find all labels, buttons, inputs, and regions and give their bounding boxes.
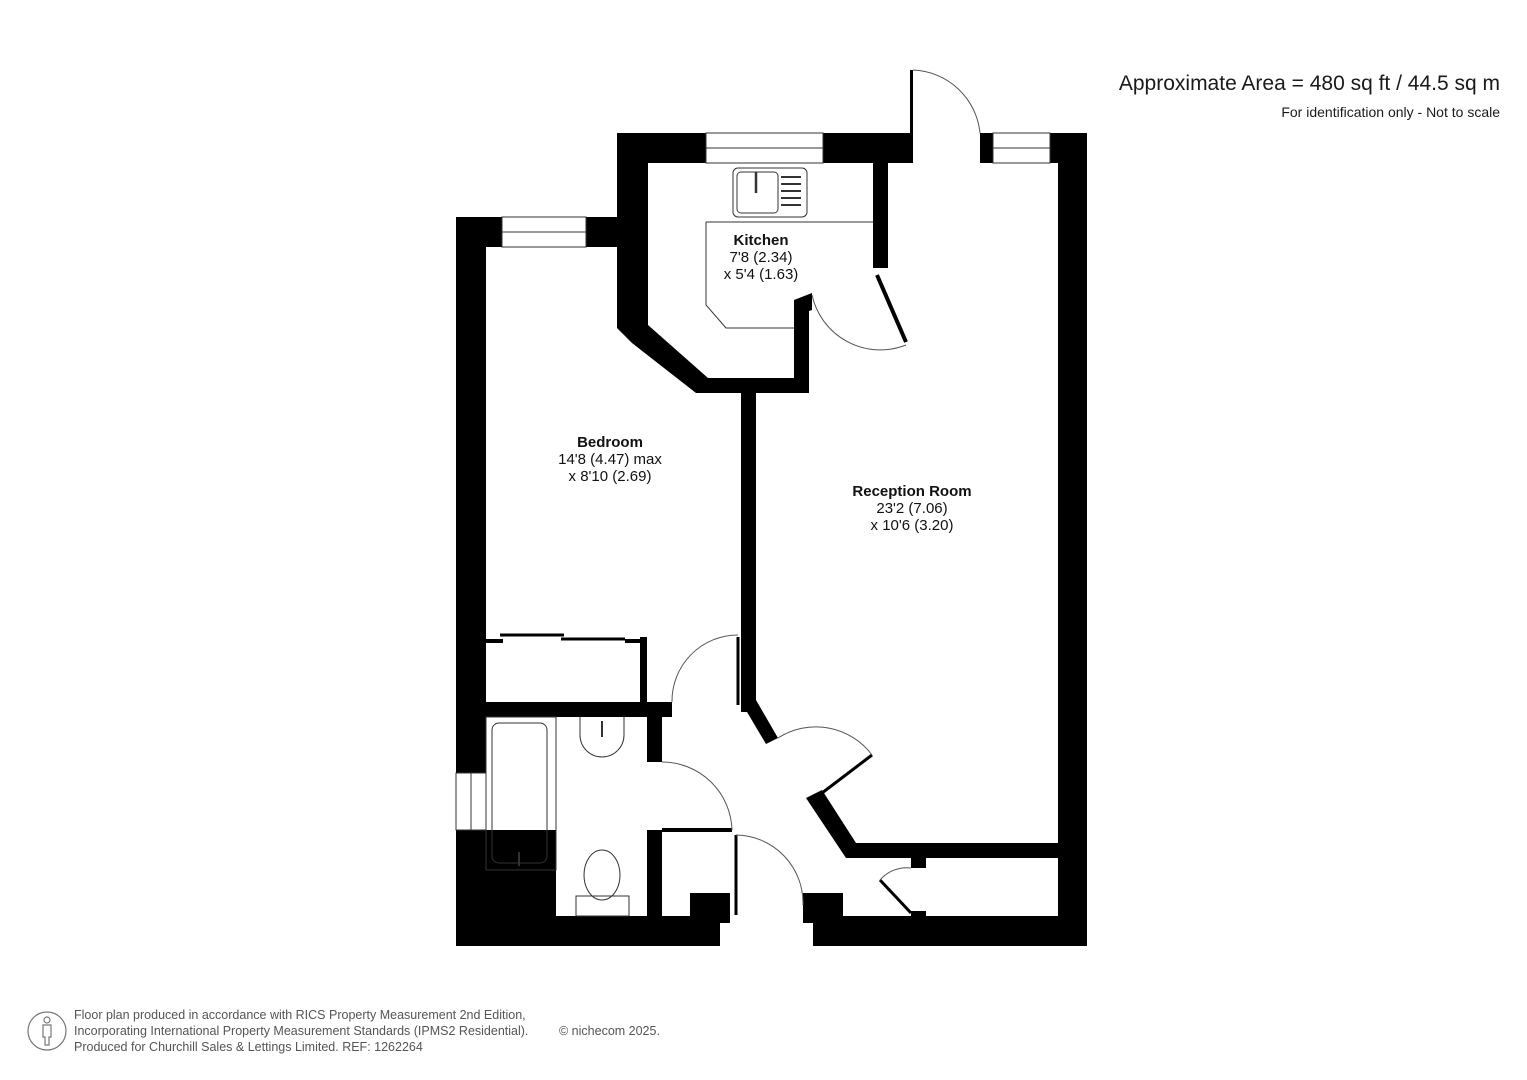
disclaimer: For identification only - Not to scale <box>1281 104 1500 120</box>
doors <box>661 69 981 915</box>
copyright: © nichecom 2025. <box>559 1024 660 1038</box>
fixtures <box>485 167 873 917</box>
room-label-kitchen: Kitchen 7'8 (2.34) x 5'4 (1.63) <box>724 232 799 283</box>
room-label-bedroom: Bedroom 14'8 (4.47) max x 8'10 (2.69) <box>558 434 662 485</box>
footer-notes: Floor plan produced in accordance with R… <box>74 1007 660 1055</box>
person-icon <box>27 1011 67 1051</box>
room-label-reception: Reception Room 23'2 (7.06) x 10'6 (3.20) <box>852 483 971 534</box>
footer-line: Produced for Churchill Sales & Lettings … <box>74 1040 423 1054</box>
room-dimension: 7'8 (2.34) <box>729 249 793 266</box>
windows <box>455 132 1051 831</box>
footer-line: Incorporating International Property Mea… <box>74 1024 529 1038</box>
room-dimension: x 5'4 (1.63) <box>723 266 799 283</box>
room-name: Kitchen <box>733 232 789 249</box>
footer-line: Floor plan produced in accordance with R… <box>74 1008 526 1022</box>
room-name: Bedroom <box>577 434 643 451</box>
room-dimension: 23'2 (7.06) <box>876 500 948 517</box>
room-dimension: 14'8 (4.47) max <box>558 451 662 468</box>
room-name: Reception Room <box>852 483 972 500</box>
area-summary: Approximate Area = 480 sq ft / 44.5 sq m <box>1118 72 1500 95</box>
room-dimension: x 10'6 (3.20) <box>870 517 954 534</box>
walls <box>456 70 1087 946</box>
room-dimension: x 8'10 (2.69) <box>568 468 652 485</box>
